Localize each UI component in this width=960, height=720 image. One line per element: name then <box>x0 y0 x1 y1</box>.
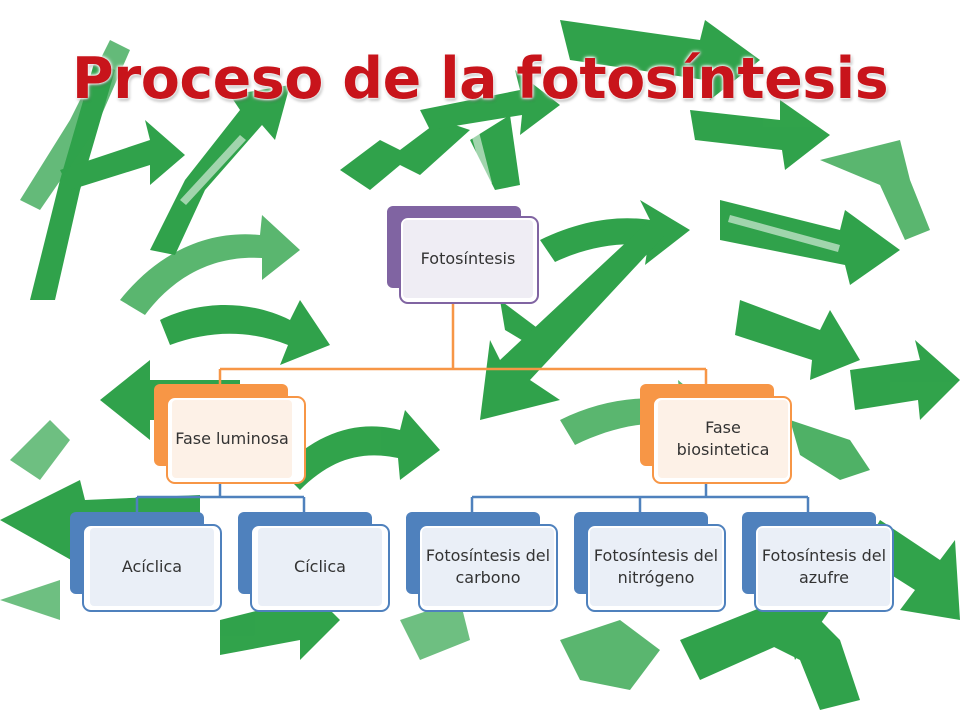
node-label: Fotosíntesis <box>403 220 533 298</box>
node-aciclica: Acíclica <box>70 512 222 612</box>
arrow-shape <box>690 100 830 170</box>
node-label: Fotosíntesis del nitrógeno <box>590 528 722 606</box>
node-label: Fase biosintetica <box>658 400 788 478</box>
arrow-shape <box>120 215 300 315</box>
arrow-shape <box>560 20 760 100</box>
arrow-shape <box>60 120 185 190</box>
node-label: Fotosíntesis del azufre <box>758 528 890 606</box>
arrow-shape <box>10 420 70 480</box>
node-label: Cíclica <box>258 528 382 606</box>
arrow-shape <box>280 410 440 490</box>
node-fase-luminosa: Fase luminosa <box>154 384 306 484</box>
node-fase-biosintetica: Fase biosintetica <box>640 384 792 484</box>
connector-biosintetica-children <box>470 482 810 512</box>
arrow-shape <box>420 70 560 135</box>
slide-title: Proceso de la fotosíntesis <box>71 46 889 112</box>
arrow-shape <box>760 600 860 710</box>
arrow-shape <box>150 85 290 255</box>
node-label: Acíclica <box>90 528 214 606</box>
arrow-shape <box>400 600 470 660</box>
arrow-shape <box>850 340 960 420</box>
node-fotosintesis-nitrogeno: Fotosíntesis del nitrógeno <box>574 512 726 612</box>
node-ciclica: Cíclica <box>238 512 390 612</box>
arrow-shape <box>0 580 60 620</box>
arrow-shape <box>160 300 330 365</box>
arrow-shape <box>820 140 930 240</box>
arrow-shape <box>20 40 130 210</box>
connector-root-to-phases <box>218 302 708 384</box>
node-label: Fotosíntesis del carbono <box>422 528 554 606</box>
node-fotosintesis: Fotosíntesis <box>387 206 539 304</box>
arrow-shape <box>735 300 860 380</box>
node-fotosintesis-azufre: Fotosíntesis del azufre <box>742 512 894 612</box>
node-label: Fase luminosa <box>172 400 292 478</box>
connector-luminosa-children <box>135 482 306 512</box>
arrow-shape <box>470 115 520 190</box>
arrow-shape <box>340 120 470 190</box>
arrow-shape <box>790 420 870 480</box>
node-fotosintesis-carbono: Fotosíntesis del carbono <box>406 512 558 612</box>
arrow-shape <box>560 620 660 690</box>
arrow-shape <box>540 200 690 265</box>
